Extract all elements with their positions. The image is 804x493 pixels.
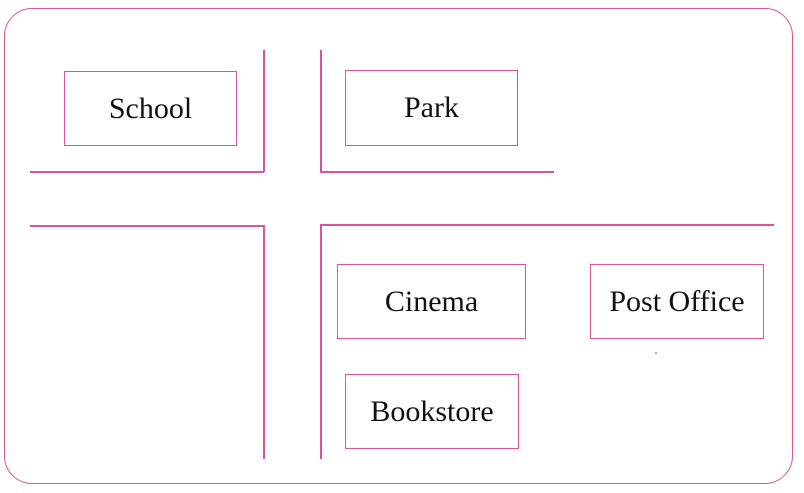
road-edge-top-left-bottom — [30, 171, 264, 173]
place-school: School — [64, 71, 237, 146]
place-post-office: Post Office — [590, 264, 764, 339]
map-border — [4, 8, 793, 484]
place-park: Park — [345, 70, 518, 146]
road-edge-top-left-right — [263, 50, 265, 172]
road-edge-bottom-left-right — [263, 225, 265, 459]
place-bookstore: Bookstore — [345, 374, 519, 449]
place-cinema: Cinema — [337, 264, 526, 339]
road-edge-top-right-left — [320, 50, 322, 172]
road-edge-top-right-bottom — [320, 171, 554, 173]
road-edge-bottom-right-top — [320, 224, 774, 226]
speck — [655, 352, 657, 354]
road-edge-bottom-right-left — [320, 224, 322, 459]
road-edge-bottom-left-top — [30, 225, 264, 227]
